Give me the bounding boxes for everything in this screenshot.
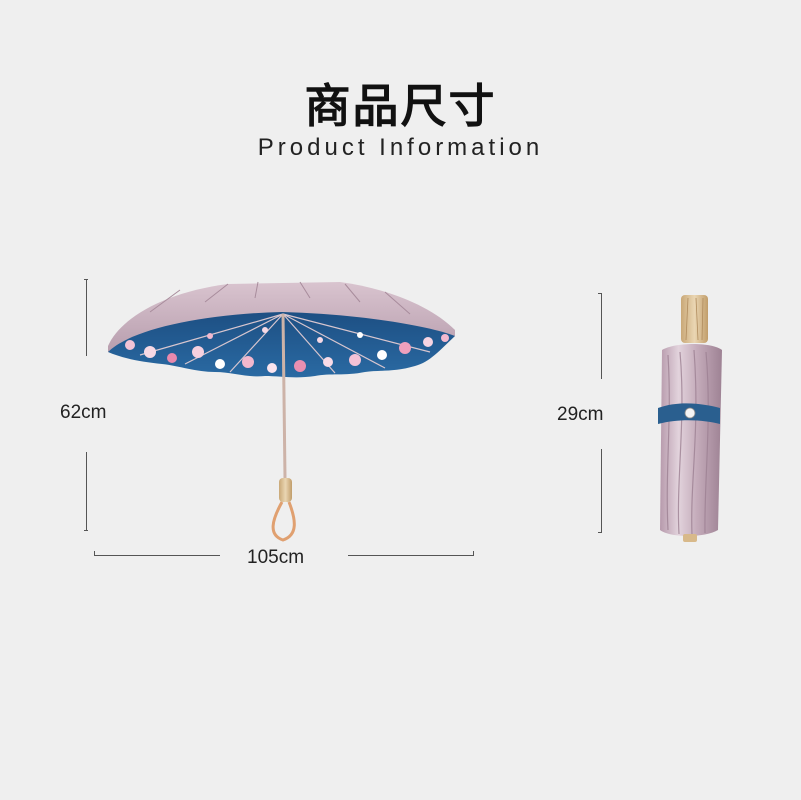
folded-handle: [681, 295, 708, 343]
height-bottom-tick: [84, 530, 88, 531]
canopy-seams: [149, 281, 411, 315]
width-dimension-line-left: [94, 555, 220, 556]
folded-canopy: [660, 344, 722, 536]
folded-dimension-line-top: [601, 293, 602, 379]
umbrella-handle: [279, 478, 292, 502]
umbrella-shaft: [281, 313, 287, 479]
folded-length-label: 29cm: [557, 404, 604, 425]
width-right-tick: [473, 551, 474, 556]
strap-button: [684, 407, 696, 419]
folded-bottom-tick: [598, 532, 602, 533]
canopy-inner: [108, 312, 455, 378]
folded-tip: [683, 534, 697, 542]
width-left-tick: [94, 551, 95, 556]
page-subtitle: Product Information: [257, 134, 544, 161]
handle-wood-grain: [685, 297, 704, 341]
wrist-strap: [271, 501, 296, 542]
width-dimension-line-right: [348, 555, 474, 556]
folded-dimension-line-bottom: [601, 449, 602, 532]
open-height-label: 62cm: [60, 402, 107, 423]
page-title: 商品尺寸: [304, 79, 497, 133]
folded-umbrella: [658, 295, 722, 542]
height-dimension-line-top: [86, 279, 87, 356]
open-umbrella: [108, 281, 455, 542]
height-dimension-line-bottom: [86, 452, 87, 530]
open-width-label: 105cm: [247, 547, 305, 568]
folded-top-tick: [598, 293, 602, 294]
folded-pleats: [666, 349, 709, 536]
floral-pattern: [125, 327, 449, 373]
